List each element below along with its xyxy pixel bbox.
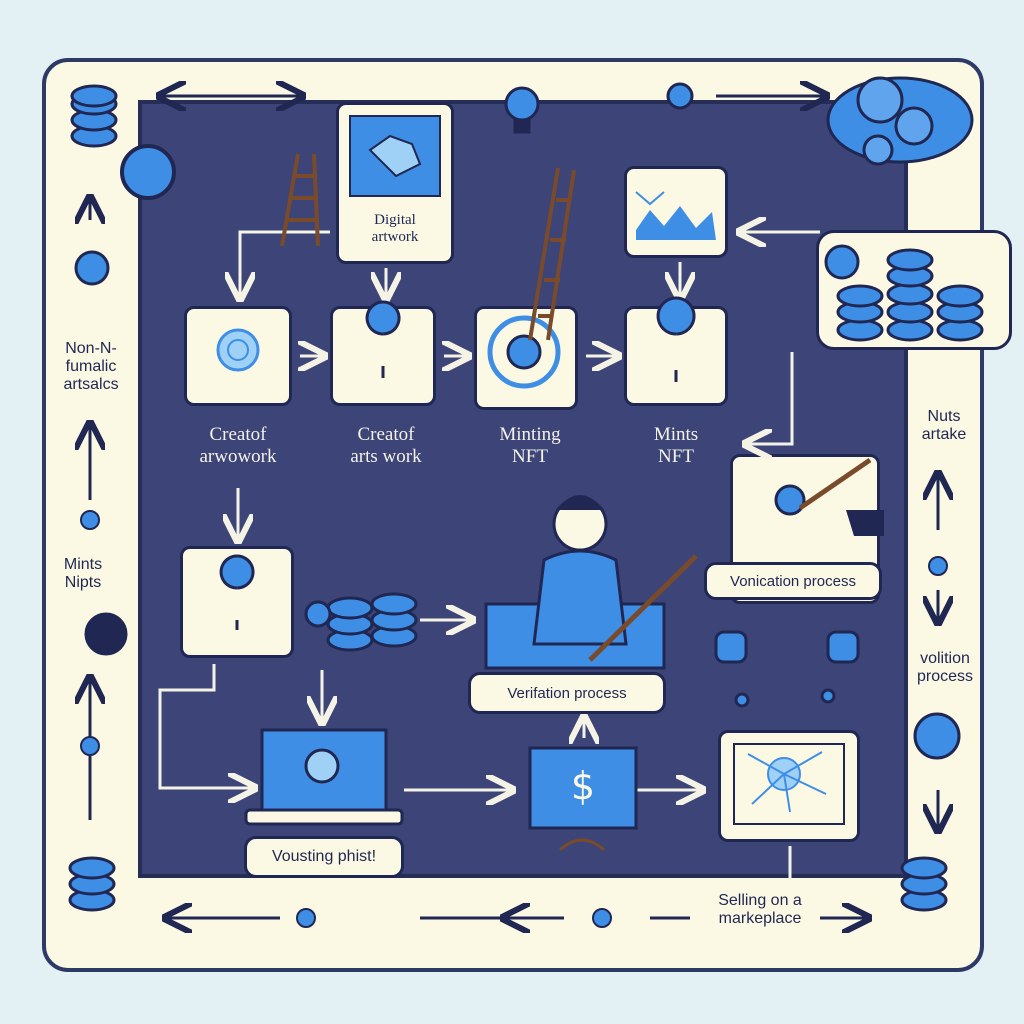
step2-card [330,306,436,406]
step3-card [474,306,578,410]
chart-card [624,166,728,258]
coin-pile-card [816,230,1012,350]
left-top-label: Non-N- fumalic artsalcs [63,340,119,393]
step3-label: Minting NFT [499,424,561,467]
verification-mid-label: Verifation process [468,672,666,714]
right-mid-label: volition process [916,650,974,685]
step1-card [184,306,292,406]
right-top-label: Nuts artake [921,408,967,443]
selling-label: Selling on a markeplace [718,892,802,927]
digital-artwork-label: Digital artwork [371,212,419,245]
step4-label: Mints NFT [653,424,699,467]
step4-card [624,306,728,406]
dollar-icon: $ [570,764,596,808]
step2-label: Creatof arts work [350,424,422,467]
voting-label: Vousting phist! [244,836,404,878]
left-mid-label: Mints Nipts [63,556,103,591]
verification-top-label: Vonication process [704,562,882,600]
mint-nft-card [180,546,294,658]
step1-label: Creatof arwowork [199,424,277,467]
marketplace-screen-card [718,730,860,842]
